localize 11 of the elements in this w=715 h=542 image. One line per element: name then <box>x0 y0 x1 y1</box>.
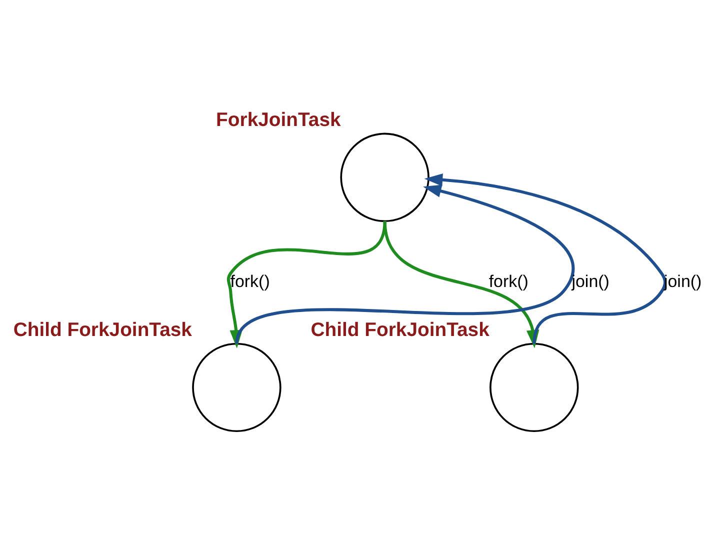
node-circle <box>192 342 282 432</box>
arrow <box>424 172 667 344</box>
node-circle <box>340 132 430 222</box>
arrow <box>235 184 574 344</box>
node-label: Child ForkJoinTask <box>13 318 192 341</box>
node-label: Child ForkJoinTask <box>310 318 490 341</box>
edge-label: fork() <box>488 271 528 290</box>
node-circle <box>490 342 579 432</box>
edge-label: fork() <box>230 271 270 290</box>
edge-label: join() <box>572 271 610 290</box>
node-label: ForkJoinTask <box>216 108 341 131</box>
